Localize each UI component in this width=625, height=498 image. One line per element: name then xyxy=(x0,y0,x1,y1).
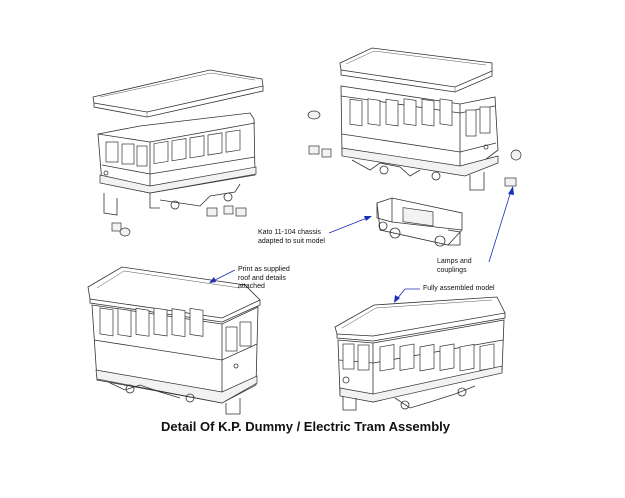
roof-part-left xyxy=(92,69,264,118)
loose-parts-right xyxy=(307,110,522,187)
side-windows-right xyxy=(349,98,453,127)
leader-print xyxy=(212,269,236,282)
windows-printed xyxy=(99,307,252,352)
leader-lines xyxy=(209,186,514,303)
diagram-title: Detail Of K.P. Dummy / Electric Tram Ass… xyxy=(161,419,451,434)
printed-tram-view xyxy=(87,266,261,415)
roof-part-right xyxy=(339,47,493,93)
callout-chassis: Kato 11-104 chassis adapted to suit mode… xyxy=(258,229,325,245)
leader-lamps xyxy=(488,190,512,263)
side-windows-left xyxy=(153,129,241,165)
exploded-view-right xyxy=(307,47,522,191)
leader-chassis xyxy=(328,217,368,234)
tram-body-left xyxy=(97,112,257,216)
windows-assembled xyxy=(342,343,495,372)
leader-assembled xyxy=(396,288,420,300)
assembled-tram-view xyxy=(334,296,506,411)
callout-print: Print as supplied roof and details attac… xyxy=(238,266,290,290)
callout-lamps: Lamps and couplings xyxy=(437,258,472,274)
loose-parts-left xyxy=(111,205,247,237)
kato-chassis xyxy=(376,197,463,247)
exploded-view-left xyxy=(92,69,264,237)
tram-body-right xyxy=(340,85,499,191)
callout-assembled: Fully assembled model xyxy=(423,285,495,292)
